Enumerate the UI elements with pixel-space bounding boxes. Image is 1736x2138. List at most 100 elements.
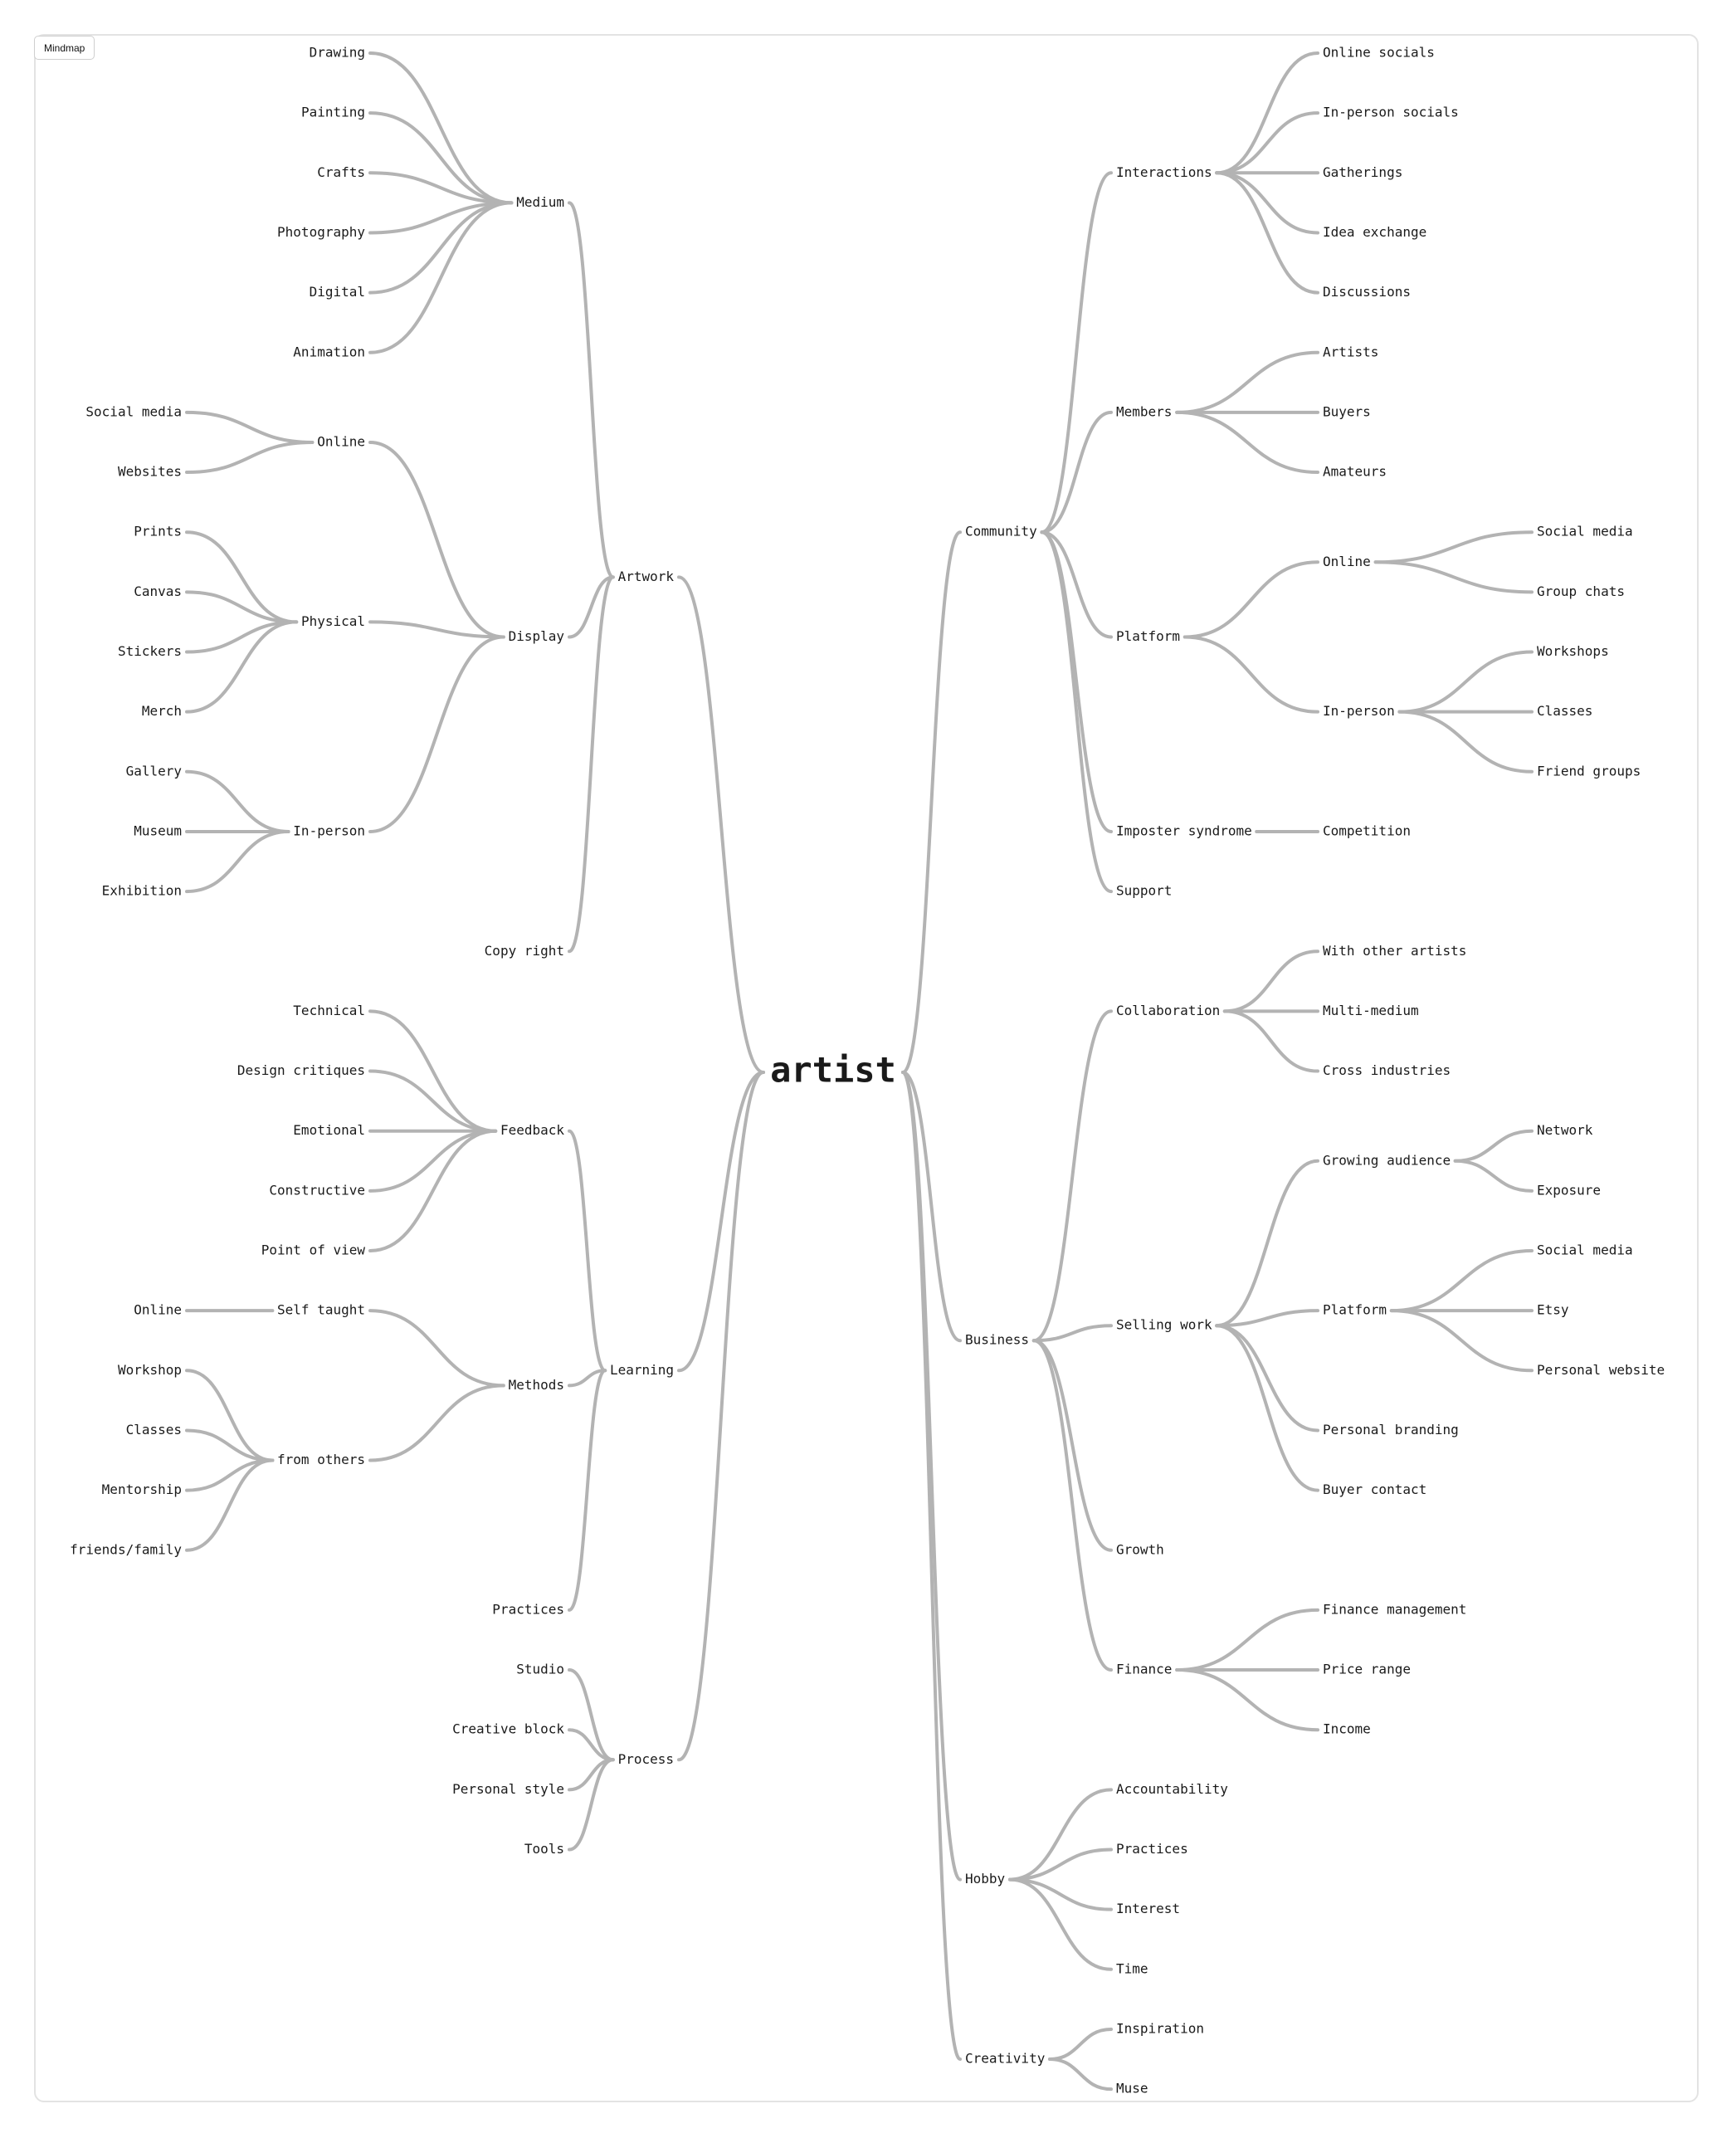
node-right-price-range[interactable]: Price range (1323, 1662, 1411, 1677)
node-right-cross-industries[interactable]: Cross industries (1323, 1062, 1451, 1078)
node-left-workshop[interactable]: Workshop (118, 1362, 182, 1378)
root-node[interactable]: artist (770, 1050, 896, 1091)
node-right-personal-branding[interactable]: Personal branding (1323, 1422, 1459, 1438)
node-right-community[interactable]: Community (965, 524, 1037, 539)
node-right-finance[interactable]: Finance (1116, 1662, 1172, 1677)
node-right-amateurs[interactable]: Amateurs (1323, 464, 1387, 480)
node-left-drawing[interactable]: Drawing (310, 45, 365, 61)
node-right-growth[interactable]: Growth (1116, 1541, 1164, 1557)
node-left-copy-right[interactable]: Copy right (485, 943, 564, 959)
node-right-multi-medium[interactable]: Multi-medium (1323, 1003, 1419, 1018)
node-right-members[interactable]: Members (1116, 403, 1172, 419)
node-right-classes[interactable]: Classes (1537, 703, 1592, 719)
node-right-hobby[interactable]: Hobby (965, 1871, 1006, 1887)
node-left-online[interactable]: Online (317, 433, 365, 449)
node-right-time[interactable]: Time (1116, 1960, 1148, 1976)
node-right-support[interactable]: Support (1116, 883, 1172, 899)
edge-right-inspiration (1048, 2027, 1113, 2062)
node-left-tools[interactable]: Tools (524, 1841, 564, 1857)
node-right-group-chats[interactable]: Group chats (1537, 583, 1625, 599)
node-left-gallery[interactable]: Gallery (126, 763, 183, 779)
node-right-in-person-socials[interactable]: In-person socials (1323, 105, 1459, 120)
node-right-with-other-artists[interactable]: With other artists (1323, 943, 1466, 959)
node-left-museum[interactable]: Museum (134, 822, 182, 838)
node-right-online-socials[interactable]: Online socials (1323, 45, 1435, 61)
node-left-friends-family[interactable]: friends/family (70, 1541, 182, 1557)
node-right-workshops[interactable]: Workshops (1537, 643, 1609, 659)
node-left-crafts[interactable]: Crafts (317, 164, 365, 180)
node-right-platform[interactable]: Platform (1323, 1302, 1387, 1318)
node-left-digital[interactable]: Digital (310, 284, 365, 300)
node-right-social-media[interactable]: Social media (1537, 1242, 1633, 1258)
node-right-online[interactable]: Online (1323, 554, 1371, 569)
edge-left-display (568, 575, 615, 639)
node-right-practices[interactable]: Practices (1116, 1841, 1188, 1857)
node-left-point-of-view[interactable]: Point of view (261, 1242, 366, 1258)
node-left-exhibition[interactable]: Exhibition (102, 883, 182, 899)
node-right-accountability[interactable]: Accountability (1116, 1781, 1228, 1797)
node-right-finance-management[interactable]: Finance management (1323, 1601, 1466, 1617)
node-right-discussions[interactable]: Discussions (1323, 284, 1411, 300)
node-right-interest[interactable]: Interest (1116, 1901, 1180, 1916)
node-left-emotional[interactable]: Emotional (293, 1122, 365, 1138)
node-left-in-person[interactable]: In-person (293, 822, 365, 838)
node-left-stickers[interactable]: Stickers (118, 643, 182, 659)
node-left-studio[interactable]: Studio (516, 1662, 564, 1677)
node-right-muse[interactable]: Muse (1116, 2081, 1148, 2097)
node-left-painting[interactable]: Painting (301, 105, 365, 120)
node-left-technical[interactable]: Technical (293, 1003, 365, 1018)
node-left-self-taught[interactable]: Self taught (277, 1302, 365, 1318)
node-left-personal-style[interactable]: Personal style (452, 1781, 564, 1797)
node-left-display[interactable]: Display (509, 628, 565, 644)
node-right-personal-website[interactable]: Personal website (1537, 1362, 1665, 1378)
node-right-growing-audience[interactable]: Growing audience (1323, 1152, 1451, 1168)
node-right-business[interactable]: Business (965, 1332, 1029, 1348)
node-right-social-media[interactable]: Social media (1537, 524, 1633, 539)
node-right-exposure[interactable]: Exposure (1537, 1182, 1601, 1198)
node-right-income[interactable]: Income (1323, 1721, 1371, 1737)
node-left-process[interactable]: Process (618, 1751, 674, 1767)
node-right-artists[interactable]: Artists (1323, 344, 1378, 359)
node-right-in-person[interactable]: In-person (1323, 703, 1395, 719)
node-left-practices[interactable]: Practices (492, 1601, 564, 1617)
mindmap-tab[interactable]: Mindmap (34, 36, 95, 60)
node-right-gatherings[interactable]: Gatherings (1323, 164, 1402, 180)
node-left-creative-block[interactable]: Creative block (452, 1721, 564, 1737)
node-left-photography[interactable]: Photography (277, 224, 365, 240)
node-left-from-others[interactable]: from others (277, 1452, 365, 1467)
node-left-methods[interactable]: Methods (509, 1377, 564, 1393)
node-left-medium[interactable]: Medium (516, 194, 564, 210)
node-right-buyer-contact[interactable]: Buyer contact (1323, 1481, 1426, 1497)
node-right-network[interactable]: Network (1537, 1122, 1593, 1138)
node-right-etsy[interactable]: Etsy (1537, 1302, 1569, 1318)
node-right-selling-work[interactable]: Selling work (1116, 1317, 1212, 1333)
node-left-design-critiques[interactable]: Design critiques (237, 1062, 365, 1078)
node-right-creativity[interactable]: Creativity (965, 2051, 1046, 2067)
node-left-websites[interactable]: Websites (118, 464, 182, 480)
node-right-platform[interactable]: Platform (1116, 628, 1180, 644)
node-right-inspiration[interactable]: Inspiration (1116, 2020, 1204, 2036)
edge-right-personal-website (1389, 1309, 1534, 1373)
node-left-artwork[interactable]: Artwork (618, 569, 675, 584)
node-left-canvas[interactable]: Canvas (134, 583, 182, 599)
edge-left-studio (568, 1668, 615, 1762)
node-left-merch[interactable]: Merch (142, 703, 182, 719)
node-right-friend-groups[interactable]: Friend groups (1537, 763, 1641, 779)
node-left-prints[interactable]: Prints (134, 524, 182, 539)
node-left-constructive[interactable]: Constructive (269, 1182, 365, 1198)
node-left-online[interactable]: Online (134, 1302, 182, 1318)
node-right-idea-exchange[interactable]: Idea exchange (1323, 224, 1426, 240)
node-left-learning[interactable]: Learning (610, 1362, 674, 1378)
node-left-feedback[interactable]: Feedback (500, 1122, 564, 1138)
node-right-collaboration[interactable]: Collaboration (1116, 1003, 1220, 1018)
node-right-buyers[interactable]: Buyers (1323, 403, 1371, 419)
node-left-classes[interactable]: Classes (126, 1422, 182, 1438)
edge-right-business (901, 1071, 962, 1343)
node-left-mentorship[interactable]: Mentorship (102, 1481, 182, 1497)
node-left-animation[interactable]: Animation (293, 344, 365, 359)
node-right-interactions[interactable]: Interactions (1116, 164, 1212, 180)
node-left-physical[interactable]: Physical (301, 613, 365, 629)
node-left-social-media[interactable]: Social media (85, 403, 182, 419)
node-right-imposter-syndrome[interactable]: Imposter syndrome (1116, 822, 1252, 838)
node-right-competition[interactable]: Competition (1323, 822, 1411, 838)
